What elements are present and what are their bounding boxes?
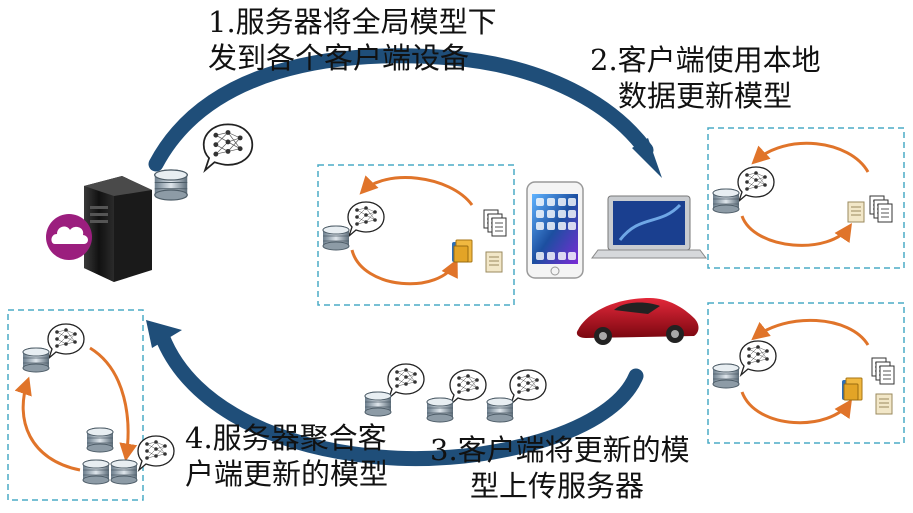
client-box-laptop bbox=[707, 127, 905, 269]
client-cycle-laptop bbox=[712, 141, 892, 247]
aggregation-cycle bbox=[14, 323, 175, 485]
cloud-icon bbox=[46, 214, 92, 260]
client-cycle-phone bbox=[322, 175, 506, 286]
step4-line1: 4.服务器聚合客 bbox=[185, 421, 387, 455]
step1-line1: 1.服务器将全局模型下 bbox=[208, 5, 497, 39]
upload-arrow bbox=[154, 328, 644, 467]
client-cycle-car bbox=[712, 318, 894, 425]
laptop-icon bbox=[591, 195, 707, 259]
car-icon bbox=[576, 298, 699, 345]
database-icon bbox=[154, 169, 188, 201]
step1-line2: 发到各个客户端设备 bbox=[208, 41, 470, 75]
step4-label: 4.服务器聚合客 户端更新的模型 bbox=[185, 420, 388, 492]
step4-line2: 户端更新的模型 bbox=[185, 457, 389, 491]
download-arrow bbox=[148, 48, 654, 172]
step2-line2: 数据更新模型 bbox=[618, 79, 793, 113]
step3-label: 3.客户端将更新的模 型上传服务器 bbox=[430, 432, 690, 504]
client-box-phone bbox=[317, 164, 515, 306]
neural-network-bubble-icon bbox=[202, 123, 254, 172]
step3-line1: 3.客户端将更新的模 bbox=[430, 433, 690, 467]
step3-line2: 型上传服务器 bbox=[470, 469, 645, 503]
step2-label: 2.客户端使用本地 数据更新模型 bbox=[590, 42, 821, 114]
server-icon bbox=[84, 176, 152, 282]
server-aggregation-box bbox=[7, 309, 144, 501]
client-box-car bbox=[707, 302, 905, 444]
uploaded-models bbox=[364, 363, 547, 423]
phone-icon bbox=[526, 181, 584, 279]
step2-line1: 2.客户端使用本地 bbox=[590, 43, 821, 77]
step1-label: 1.服务器将全局模型下 发到各个客户端设备 bbox=[208, 4, 497, 76]
